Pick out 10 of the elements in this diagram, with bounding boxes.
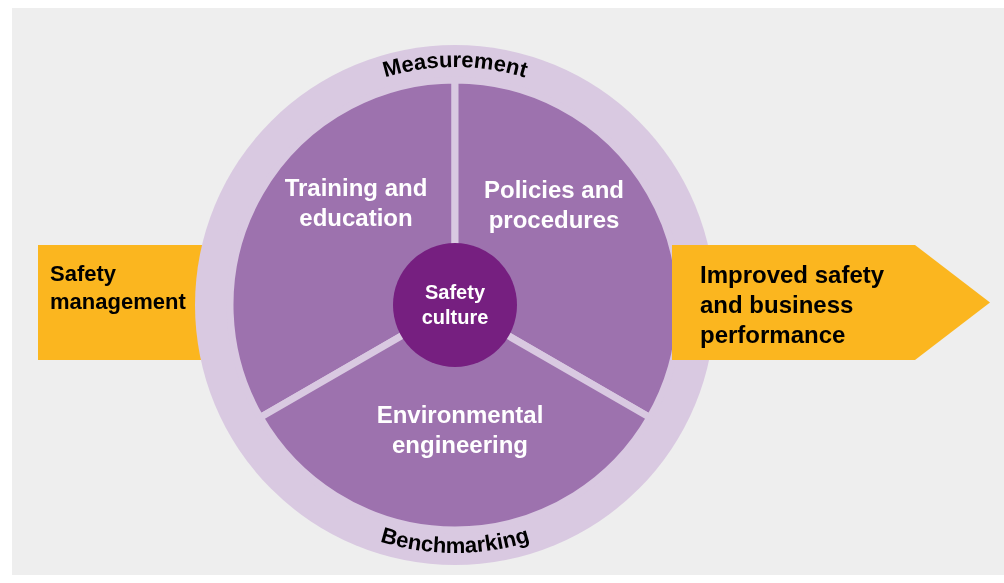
node-label: Safety management — [50, 260, 187, 315]
ring-label: Benchmarking — [378, 522, 532, 558]
segment-label: Policies and procedures — [459, 175, 649, 235]
segment-label: Environmental engineering — [340, 400, 580, 460]
output-arrow — [672, 245, 990, 360]
node-label: Improved safety and business performance — [700, 260, 886, 350]
input-band — [38, 245, 204, 360]
node-label: Safety culture — [420, 280, 490, 330]
segment-label: Training and education — [261, 173, 451, 233]
ring-label: Measurement — [379, 46, 531, 83]
